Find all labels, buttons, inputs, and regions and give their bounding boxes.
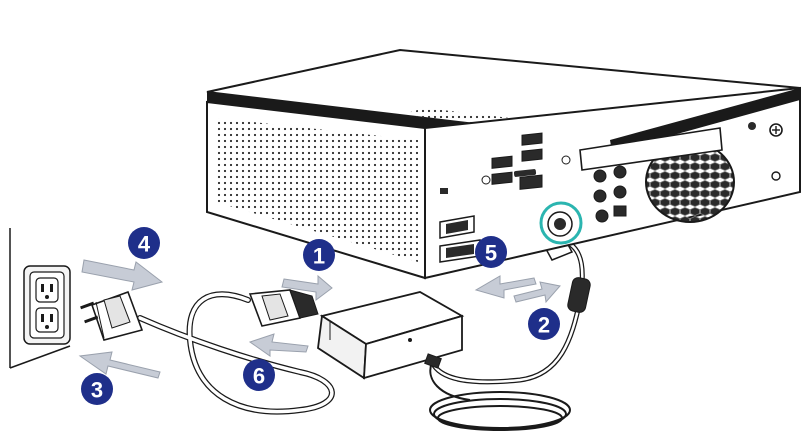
power-adapter-icon xyxy=(317,291,465,380)
dc-cable xyxy=(424,229,591,431)
step-badge-3: 3 xyxy=(81,373,113,405)
mini-pc-rear-icon xyxy=(206,48,801,280)
step-label-2: 2 xyxy=(538,313,550,338)
step-2-arrow-icon xyxy=(513,281,561,304)
step-badge-2: 2 xyxy=(528,308,560,340)
step-label-6: 6 xyxy=(253,364,265,389)
step-3-arrow-icon xyxy=(78,351,161,379)
step-4-arrow-icon xyxy=(81,259,164,291)
wall-outlet-icon xyxy=(9,228,71,369)
ac-plug-icon xyxy=(80,290,144,341)
step-label-5: 5 xyxy=(485,241,497,266)
step-badge-4: 4 xyxy=(128,227,160,259)
dc-in-highlight-ring xyxy=(539,201,583,245)
step-5-arrow-icon xyxy=(474,275,537,299)
step-badge-1: 1 xyxy=(303,239,335,271)
step-badge-6: 6 xyxy=(243,359,275,391)
iec-connector-icon xyxy=(248,289,319,327)
step-label-1: 1 xyxy=(313,244,325,269)
step-label-4: 4 xyxy=(138,232,151,257)
step-1-arrow-icon xyxy=(281,274,333,301)
ac-power-cord xyxy=(137,291,335,415)
step-badge-5: 5 xyxy=(475,236,507,268)
step-label-3: 3 xyxy=(91,378,103,403)
step-6-arrow-icon xyxy=(248,333,309,357)
